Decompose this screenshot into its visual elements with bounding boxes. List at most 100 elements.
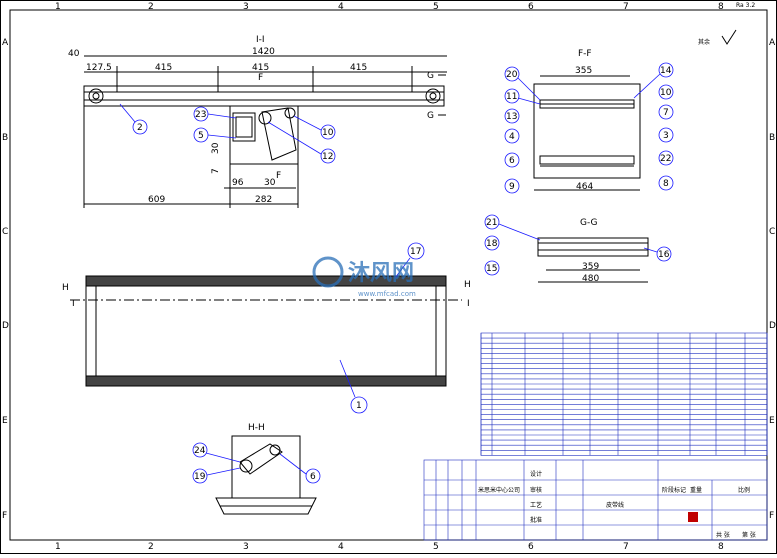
- watermark: 沐风网 www.mfcad.com: [312, 256, 416, 298]
- leader-17: [394, 257, 411, 279]
- roughness-check-icon: [721, 29, 737, 45]
- grid-col-8: 8: [718, 2, 724, 12]
- ff-belt-lower: [539, 155, 635, 165]
- tb-scale: 比例: [738, 486, 750, 494]
- hh-pulley-small: [239, 459, 253, 473]
- marker-h-right: H: [464, 280, 471, 290]
- dim-overall: 1420: [252, 47, 275, 57]
- hh-belt: [239, 443, 283, 475]
- dim-30-horizontal: 30: [264, 178, 276, 188]
- caption-f-f: F-F: [578, 49, 592, 59]
- balloon-3: [658, 127, 674, 143]
- balloon-20-label: 20: [506, 70, 518, 80]
- watermark-brand: 沐风网: [348, 261, 414, 286]
- ff-section-outline: [533, 83, 641, 179]
- balloon-3-label: 3: [663, 131, 669, 141]
- dim-seg-1: 415: [155, 63, 172, 73]
- grid-col-4: 4: [338, 2, 344, 12]
- balloon-22-label: 22: [660, 154, 671, 164]
- balloon-5-label: 5: [198, 131, 204, 141]
- grid-col-3-bottom: 3: [243, 542, 249, 552]
- balloon-9-label: 9: [509, 182, 515, 192]
- dim-gg-inner: 359: [582, 262, 599, 272]
- hh-pulley-large: [269, 444, 281, 456]
- leader-6-hh: [279, 453, 307, 475]
- balloon-1-label: 1: [356, 401, 362, 411]
- grid-col-6: 6: [528, 2, 534, 12]
- motor-block: [232, 112, 256, 142]
- view-g-g: G-G 359 480: [537, 218, 649, 284]
- leader-10: [293, 115, 322, 131]
- balloon-22: [658, 150, 674, 166]
- dim-609: 609: [148, 195, 165, 205]
- balloon-11-label: 11: [506, 92, 517, 102]
- dim-30-vertical: 30: [211, 142, 221, 154]
- grid-col-1: 1: [55, 2, 61, 12]
- balloon-14: [658, 62, 674, 78]
- balloons-view-g: 21 18 15 16: [484, 214, 672, 276]
- view-f-f: F-F 355 464: [533, 49, 641, 192]
- balloons-front: 17 1: [339, 242, 425, 414]
- grid-bottom: 1 2 3 4 5 6 7 8: [55, 542, 724, 552]
- balloon-10-label: 10: [322, 128, 334, 138]
- balloon-12: [320, 148, 336, 164]
- dim-ff-bottom: 464: [576, 182, 593, 192]
- grid-row-e-right: E: [769, 416, 775, 426]
- balloon-11: [504, 88, 520, 104]
- leader-12: [267, 121, 322, 155]
- leader-11: [517, 97, 541, 105]
- grid-row-f-right: F: [769, 511, 774, 521]
- balloon-2: [132, 119, 148, 135]
- drive-roller-right: [425, 88, 441, 104]
- belt-bottom-rail: [85, 375, 447, 387]
- balloon-19: [192, 468, 208, 484]
- dim-7-vertical: 7: [211, 168, 221, 174]
- grid-col-5: 5: [433, 2, 439, 12]
- balloon-24: [192, 442, 208, 458]
- tb-weight: 重量: [690, 486, 702, 494]
- title-block: 米思米中心公司 设计 审核 工艺 批准 皮带线 阶段标记 重量 比例 共 张 第…: [423, 459, 768, 541]
- balloons-view-i: 2 23 5 10 12: [119, 103, 336, 164]
- balloon-7-label: 7: [663, 108, 669, 118]
- balloon-21-label: 21: [486, 218, 497, 228]
- grid-col-3: 3: [243, 2, 249, 12]
- balloon-6-hh: [305, 468, 321, 484]
- balloon-6: [504, 152, 520, 168]
- dim-gg-outer: 480: [582, 274, 599, 284]
- motor-face: [235, 116, 253, 138]
- drive-roller-left-hub: [92, 92, 100, 100]
- grid-top: 1 2 3 4 5 6 7 8: [55, 2, 724, 12]
- hh-bracket: [231, 435, 301, 499]
- corner-note: Ra 3.2: [736, 2, 755, 9]
- grid-col-2: 2: [148, 2, 154, 12]
- caption-i-i: I-I: [256, 35, 265, 45]
- leader-1: [339, 359, 356, 398]
- tb-row-design: 设计: [530, 470, 542, 478]
- balloon-21: [484, 214, 500, 230]
- balloon-6-label: 6: [509, 156, 515, 166]
- balloon-15-label: 15: [486, 264, 497, 274]
- roughness-label: 其余: [698, 38, 710, 46]
- marker-h-left: H: [62, 283, 69, 293]
- balloon-2-label: 2: [137, 123, 143, 133]
- inner-frame: [9, 9, 768, 541]
- balloon-13-label: 13: [506, 112, 517, 122]
- balloon-16: [656, 246, 672, 262]
- balloon-15: [484, 260, 500, 276]
- balloon-8-label: 8: [663, 179, 669, 189]
- balloon-19-label: 19: [194, 472, 206, 482]
- leader-16: [643, 247, 658, 253]
- balloon-10-ff: [658, 84, 674, 100]
- front-view: H H I I: [62, 275, 471, 387]
- drive-roller-right-hub: [429, 92, 437, 100]
- balloon-8: [658, 175, 674, 191]
- drive-roller-left: [88, 88, 104, 104]
- motor-bracket: [229, 105, 299, 165]
- leader-5: [207, 134, 237, 139]
- balloon-14-label: 14: [660, 66, 672, 76]
- balloon-12-label: 12: [322, 152, 333, 162]
- balloon-10-ff-label: 10: [660, 88, 672, 98]
- caption-h-h: H-H: [248, 423, 265, 433]
- dim-96: 96: [232, 178, 244, 188]
